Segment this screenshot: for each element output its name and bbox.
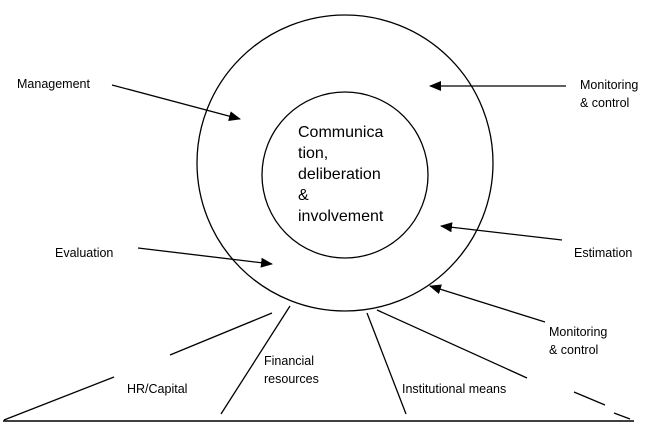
label-line: Monitoring bbox=[549, 325, 608, 339]
left-support-line-upper bbox=[169, 312, 273, 356]
label-monitoring-top: Monitoring & control bbox=[580, 76, 638, 112]
right-support-line-dash-2 bbox=[613, 412, 631, 420]
label-management: Management bbox=[17, 77, 90, 91]
label-monitoring-bottom: Monitoring & control bbox=[549, 323, 607, 359]
financial-support-line bbox=[220, 305, 291, 415]
center-line: Communica bbox=[298, 124, 384, 141]
institutional-support-line bbox=[366, 312, 407, 415]
arrow-monitoring-bottom bbox=[429, 284, 546, 323]
label-line: & control bbox=[580, 96, 630, 111]
label-evaluation: Evaluation bbox=[55, 246, 114, 260]
left-support-line-lower bbox=[3, 376, 115, 421]
label-financial-resources: Financial resources bbox=[264, 352, 319, 388]
label-line: Financial bbox=[264, 354, 315, 368]
center-line: tion, bbox=[298, 145, 329, 162]
label-line: & control bbox=[549, 343, 599, 358]
label-line: resources bbox=[264, 372, 319, 387]
center-line: & bbox=[298, 187, 309, 204]
inner-circle bbox=[261, 91, 429, 259]
center-line: deliberation bbox=[298, 166, 381, 183]
label-institutional-means: Institutional means bbox=[402, 382, 507, 396]
right-support-line-upper bbox=[376, 309, 528, 379]
center-concept: Communica tion, deliberation & involveme… bbox=[298, 122, 383, 227]
label-line: Monitoring bbox=[580, 78, 639, 92]
outer-circle bbox=[196, 14, 494, 312]
arrow-management bbox=[111, 84, 241, 122]
arrow-evaluation bbox=[137, 247, 273, 268]
center-line: involvement bbox=[298, 208, 384, 225]
label-estimation: Estimation bbox=[574, 246, 633, 260]
label-hr-capital: HR/Capital bbox=[127, 382, 188, 396]
arrow-estimation bbox=[440, 222, 563, 241]
right-support-line-dash-1 bbox=[573, 391, 606, 406]
